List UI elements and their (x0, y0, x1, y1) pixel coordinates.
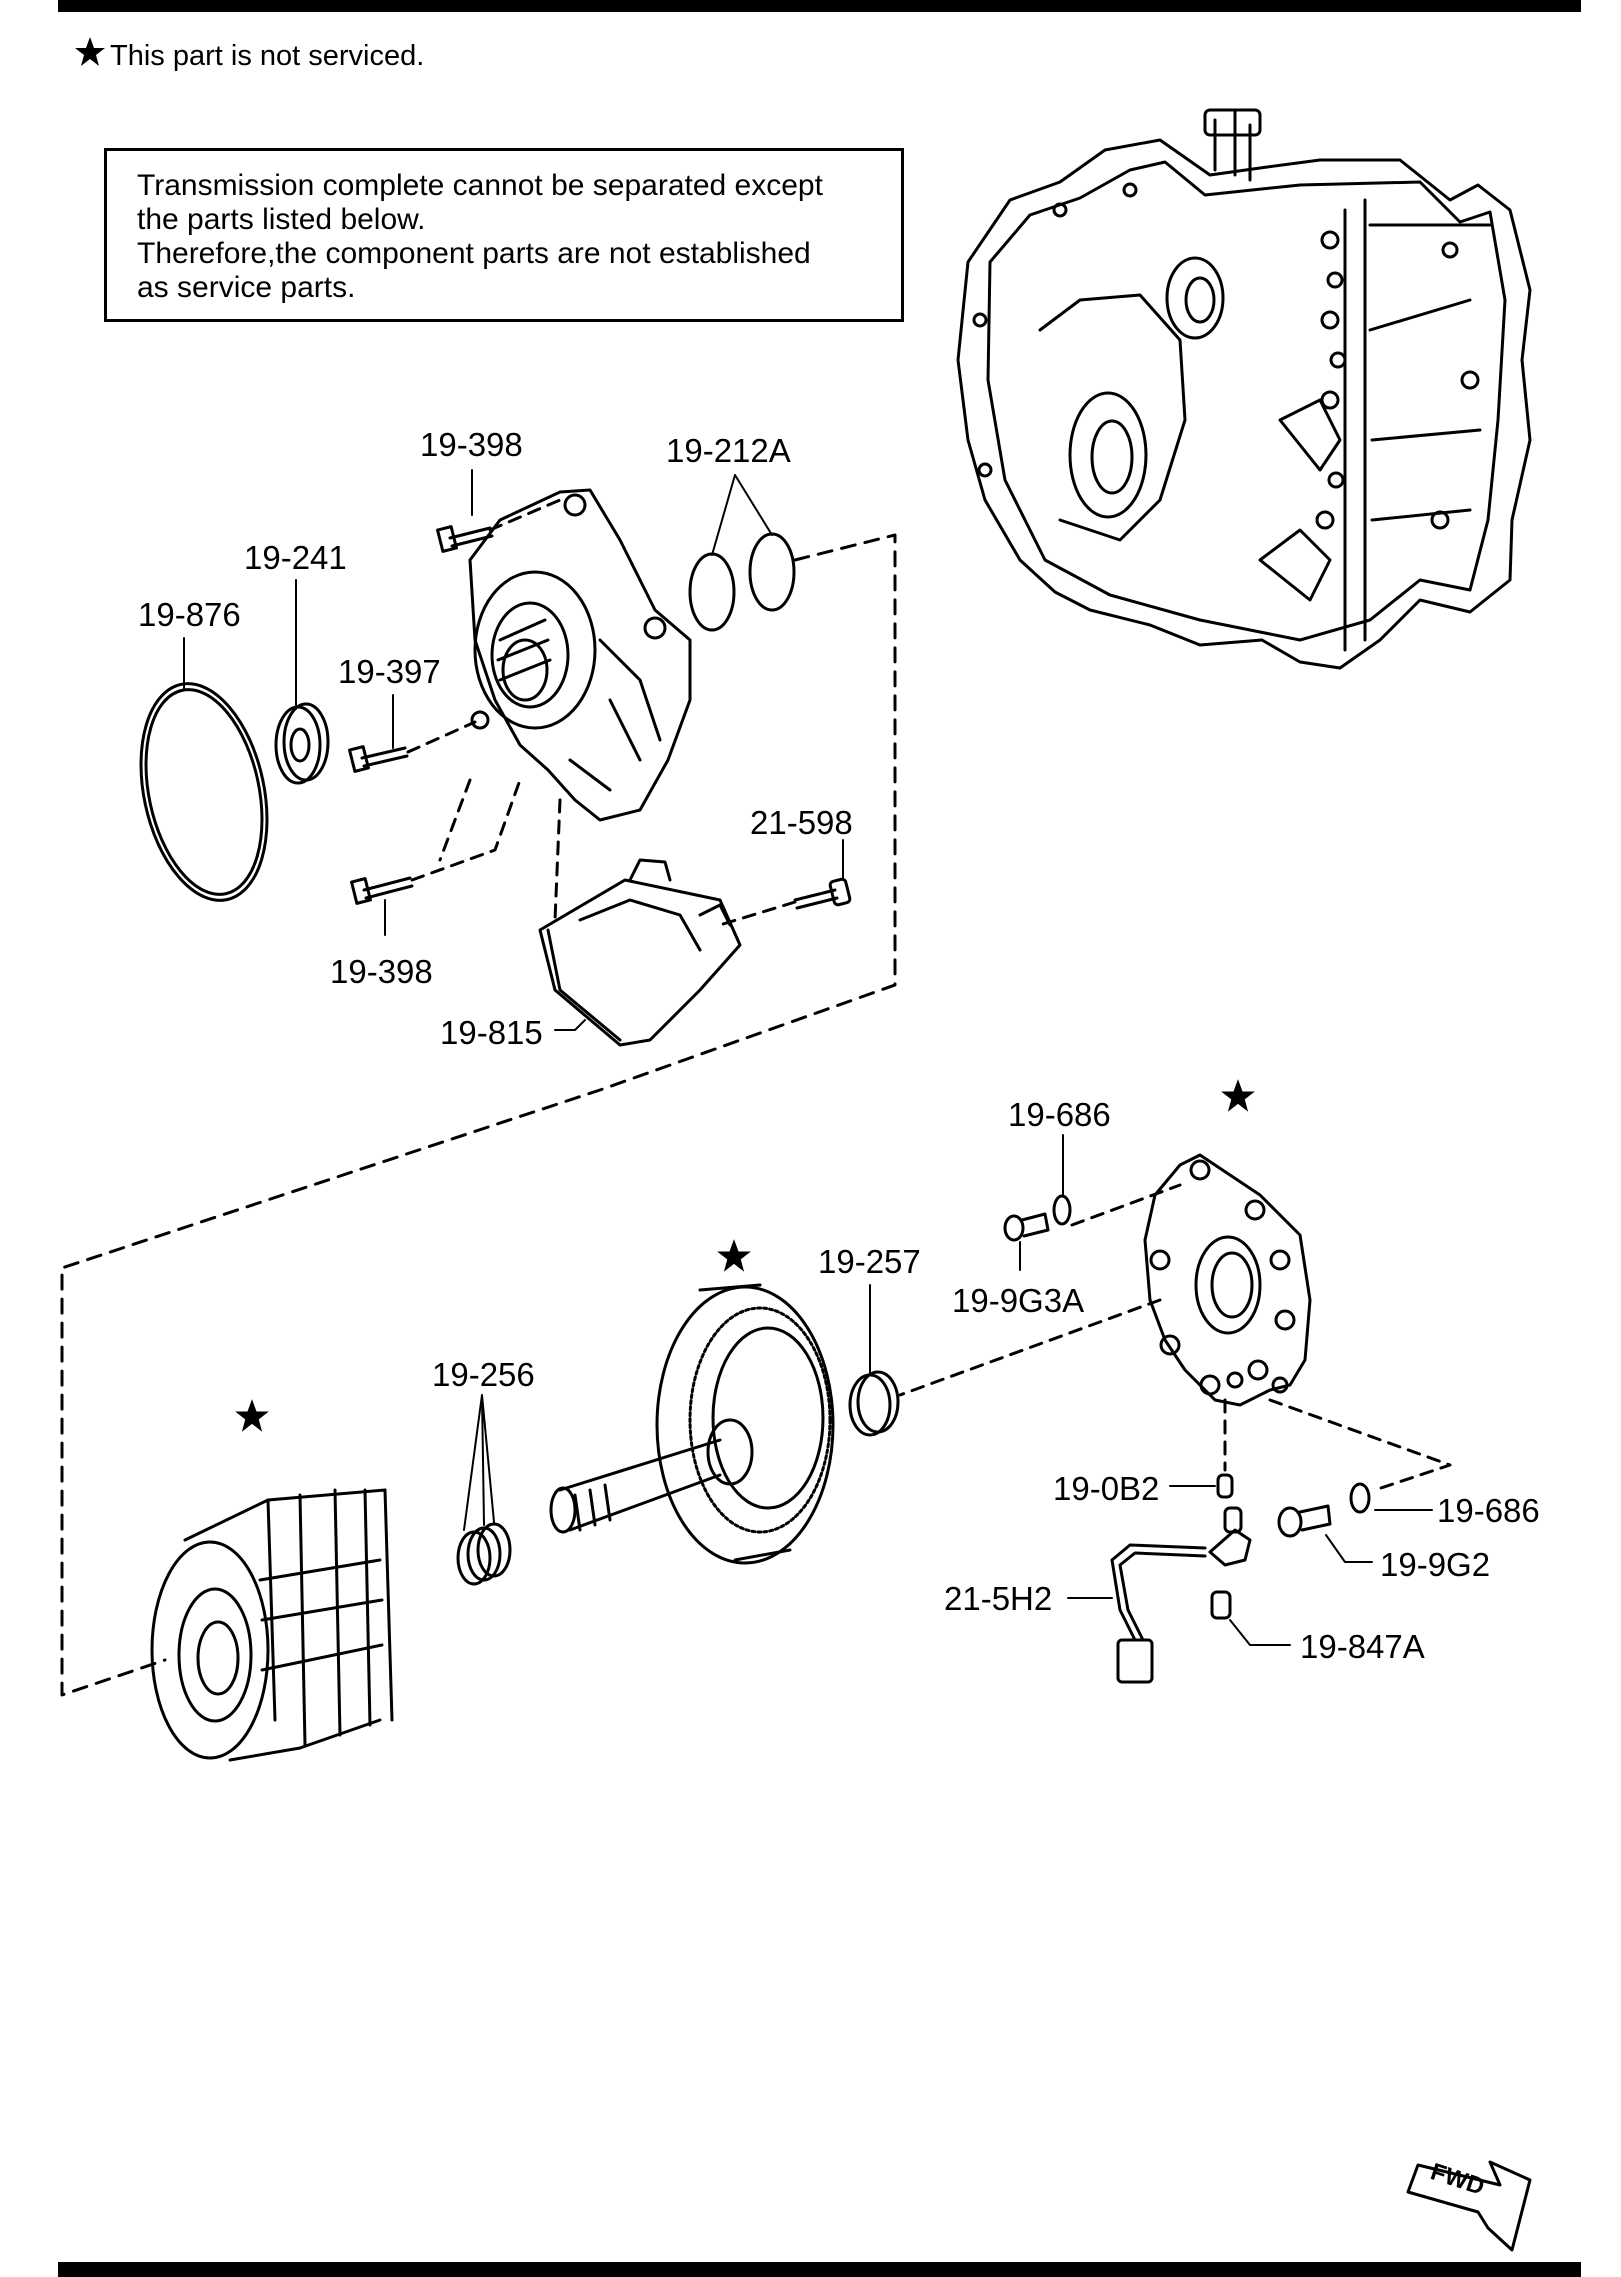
leader-dash-8 (1070, 1183, 1182, 1227)
callout-19-212A: 19-212A (666, 432, 791, 469)
callout-21-598: 21-598 (750, 804, 853, 841)
oil-pump-cover (468, 488, 692, 822)
callout-19-398-top: 19-398 (420, 426, 523, 463)
clutch-drum (150, 1488, 394, 1762)
legend: This part is not serviced. (74, 36, 424, 73)
sensor-21-5H2 (1110, 1506, 1252, 1684)
bolt-19-398-bottom (350, 876, 414, 905)
leader-dash-9 (898, 1298, 1162, 1397)
o-ring-19-212A (688, 532, 796, 632)
leader-dash-2 (406, 720, 477, 754)
bottom-border-bar (58, 2262, 1581, 2277)
bolt-19-847A (1210, 1590, 1232, 1620)
leader-dash-11 (1268, 1398, 1452, 1492)
callout-19-0B2: 19-0B2 (1053, 1470, 1160, 1507)
bolt-19-9G2 (1277, 1504, 1332, 1538)
star-icon (75, 37, 105, 66)
star-icon (235, 1399, 269, 1432)
callout-19-398-bottom: 19-398 (330, 953, 433, 990)
fwd-arrow (1406, 2160, 1532, 2252)
callout-19-9G2: 19-9G2 (1380, 1546, 1491, 1583)
callout-21-5H2: 21-5H2 (944, 1580, 1053, 1617)
bolt-19-398-top (436, 525, 494, 553)
notice-line-4: as service parts. (137, 271, 356, 304)
star-icon (717, 1239, 751, 1272)
transmission-case (956, 108, 1532, 670)
callout-19-876: 19-876 (138, 596, 241, 633)
callout-19-847A: 19-847A (1300, 1628, 1425, 1665)
callout-19-815: 19-815 (440, 1014, 543, 1051)
oil-strainer-19-815 (538, 858, 742, 1047)
callout-19-241: 19-241 (244, 539, 347, 576)
leader-dash-5 (553, 798, 562, 922)
o-ring-19-876 (139, 682, 269, 902)
callout-19-397: 19-397 (338, 653, 441, 690)
oil-seal-19-241 (274, 702, 330, 785)
callout-19-257: 19-257 (818, 1243, 921, 1280)
leader-lines (183, 469, 1433, 1646)
notice-line-3: Therefore,the component parts are not es… (137, 237, 811, 270)
bolt-19-9G3A (1003, 1212, 1050, 1242)
notice-line-1: Transmission complete cannot be separate… (137, 169, 823, 202)
pin-19-0B2 (1216, 1473, 1234, 1499)
callout-19-686-top: 19-686 (1008, 1096, 1111, 1133)
washer-19-686-top (1052, 1194, 1072, 1226)
notice-line-2: the parts listed below. (137, 203, 426, 236)
legend-text: This part is not serviced. (110, 40, 425, 72)
callout-19-256: 19-256 (432, 1356, 535, 1393)
leader-dash-1 (488, 498, 562, 532)
leader-dash-3 (410, 778, 522, 882)
seal-ring-19-256 (456, 1522, 512, 1586)
ring-gear-shaft (549, 1283, 835, 1565)
bolt-19-397 (348, 745, 409, 773)
callout-19-686-bottom: 19-686 (1437, 1492, 1540, 1529)
leader-dash-4 (438, 778, 472, 862)
top-border-bar (58, 0, 1581, 12)
leader-dash-6 (60, 533, 897, 1697)
notice-box: Transmission complete cannot be separate… (104, 148, 904, 322)
o-ring-19-876-inner (144, 688, 264, 896)
cover-plate (1143, 1153, 1312, 1407)
star-icon (1221, 1079, 1255, 1112)
leader-dash-7 (718, 900, 797, 927)
seal-ring-19-257 (848, 1370, 900, 1437)
washer-19-686-bottom (1349, 1482, 1371, 1514)
bolt-21-598 (793, 877, 852, 910)
callout-19-9G3A: 19-9G3A (952, 1282, 1085, 1319)
